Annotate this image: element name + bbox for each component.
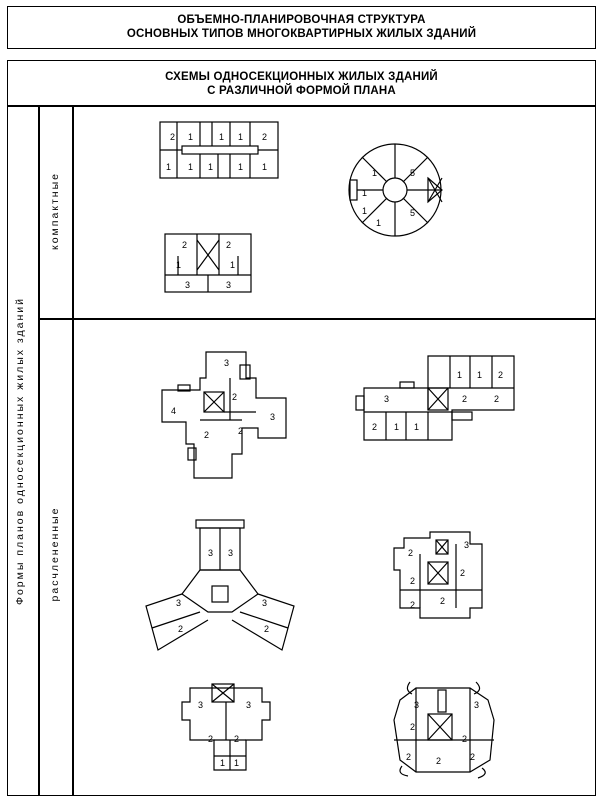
plan-label: 1 [220, 758, 225, 768]
plan-label: 2 [232, 392, 237, 402]
plan-sq1 [393, 531, 483, 619]
plan-label: 1 [262, 162, 267, 172]
plan-label: 2 [182, 240, 187, 250]
plan-label: 3 [246, 700, 251, 710]
row-divider [38, 318, 596, 320]
plan-label: 3 [228, 548, 233, 558]
plan-label: 1 [238, 132, 243, 142]
section-divider [7, 105, 596, 107]
plan-label: 1 [238, 162, 243, 172]
plan-label: 1 [166, 162, 171, 172]
plan-label: 3 [414, 700, 419, 710]
plan-label: 2 [234, 734, 239, 744]
plan-label: 3 [384, 394, 389, 404]
plan-label: 5 [410, 208, 415, 218]
plan-label: 3 [270, 412, 275, 422]
plan-cross [161, 351, 287, 479]
plan-label: 2 [494, 394, 499, 404]
plan-label: 2 [372, 422, 377, 432]
plan-label: 2 [262, 132, 267, 142]
plan-label: 4 [171, 406, 176, 416]
plan-label: 1 [414, 422, 419, 432]
side-column-divider [38, 106, 40, 796]
section-title-line-2: С РАЗЛИЧНОЙ ФОРМОЙ ПЛАНА [207, 85, 396, 97]
plan-label: 1 [234, 758, 239, 768]
plan-t [181, 683, 271, 771]
plan-label: 1 [394, 422, 399, 432]
plan-label: 2 [440, 596, 445, 606]
title-box [7, 6, 596, 49]
label-column-divider [72, 106, 74, 796]
plan-label: 2 [408, 548, 413, 558]
plan-label: 1 [372, 168, 377, 178]
plan-label: 1 [176, 260, 181, 270]
plan-small [164, 233, 252, 293]
plan-label: 2 [264, 624, 269, 634]
plan-stepped [355, 355, 515, 441]
plan-label: 2 [170, 132, 175, 142]
plan-label: 5 [410, 168, 415, 178]
plan-label: 1 [188, 162, 193, 172]
plan-label: 2 [410, 576, 415, 586]
plan-label: 2 [208, 734, 213, 744]
plan-label: 3 [474, 700, 479, 710]
plan-label: 2 [204, 430, 209, 440]
plan-label: 1 [208, 162, 213, 172]
plan-label: 2 [462, 394, 467, 404]
plan-label: 1 [477, 370, 482, 380]
plan-label: 3 [224, 358, 229, 368]
plan-label: 2 [498, 370, 503, 380]
plan-label: 2 [470, 752, 475, 762]
title-line-1: ОБЪЕМНО-ПЛАНИРОВОЧНАЯ СТРУКТУРА [177, 14, 426, 26]
plan-label: 1 [188, 132, 193, 142]
plan-label: 1 [457, 370, 462, 380]
plan-label: 2 [226, 240, 231, 250]
plan-round [348, 143, 443, 237]
plan-label: 1 [230, 260, 235, 270]
plan-label: 1 [376, 218, 381, 228]
plan-label: 2 [178, 624, 183, 634]
plan-tri [145, 519, 295, 651]
plan-label: 3 [262, 598, 267, 608]
plan-label: 2 [460, 568, 465, 578]
plan-label: 3 [176, 598, 181, 608]
main-table [7, 60, 596, 796]
plan-label: 2 [436, 756, 441, 766]
plan-label: 2 [410, 600, 415, 610]
plan-label: 1 [362, 206, 367, 216]
plan-label: 2 [406, 752, 411, 762]
plan-rect [159, 121, 279, 179]
section-title-line-1: СХЕМЫ ОДНОСЕКЦИОННЫХ ЖИЛЫХ ЗДАНИЙ [165, 71, 438, 83]
title-line-2: ОСНОВНЫХ ТИПОВ МНОГОКВАРТИРНЫХ ЖИЛЫХ ЗДА… [126, 28, 477, 40]
plan-label: 2 [462, 734, 467, 744]
plan-label: 3 [226, 280, 231, 290]
plan-label: 3 [198, 700, 203, 710]
plan-label: 3 [208, 548, 213, 558]
plan-label: 3 [464, 540, 469, 550]
plan-labels: 2 1 1 1 2 1 1 1 1 1 1 1 5 1 1 5 2 2 1 1 … [166, 132, 503, 768]
plan-label: 2 [410, 722, 415, 732]
plan-label: 1 [219, 132, 224, 142]
plan-oct [393, 681, 495, 779]
plan-label: 2 [238, 426, 243, 436]
plan-label: 1 [362, 188, 367, 198]
plan-label: 3 [185, 280, 190, 290]
